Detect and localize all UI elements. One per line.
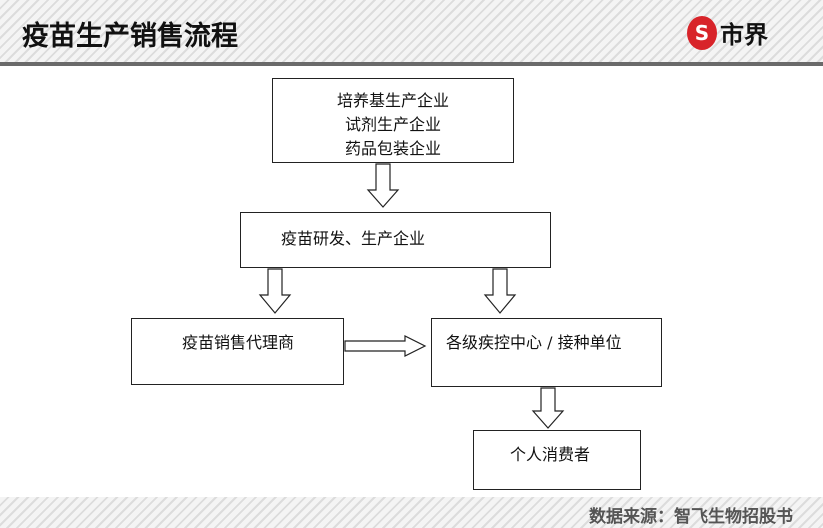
logo-text: 市界	[720, 21, 768, 49]
right-arrow	[344, 335, 427, 357]
cdc-box: 各级疾控中心 / 接种单位	[431, 318, 662, 387]
down-arrow	[366, 163, 400, 208]
logo: S 市界	[687, 15, 768, 50]
down-arrow	[531, 387, 565, 429]
suppliers-box: 培养基生产企业 试剂生产企业 药品包装企业	[272, 78, 514, 163]
distributor-label: 疫苗销售代理商	[182, 333, 295, 352]
header-bar	[0, 0, 823, 62]
supplier-item: 培养基生产企业	[336, 91, 449, 110]
manufacturer-label: 疫苗研发、生产企业	[281, 229, 426, 248]
down-arrow	[483, 268, 517, 314]
page-title: 疫苗生产销售流程	[22, 21, 238, 52]
cdc-label: 各级疾控中心 / 接种单位	[446, 333, 622, 352]
supplier-item: 药品包装企业	[344, 139, 441, 158]
logo-icon: S	[687, 15, 717, 50]
supplier-item: 试剂生产企业	[344, 115, 441, 134]
data-source: 数据来源：智飞生物招股书	[589, 507, 793, 527]
distributor-box: 疫苗销售代理商	[131, 318, 344, 385]
footer-bar	[0, 497, 823, 528]
header-divider	[0, 62, 823, 66]
consumer-box: 个人消费者	[473, 430, 641, 490]
down-arrow	[258, 268, 292, 314]
manufacturer-box: 疫苗研发、生产企业	[240, 212, 551, 268]
consumer-label: 个人消费者	[510, 445, 591, 464]
